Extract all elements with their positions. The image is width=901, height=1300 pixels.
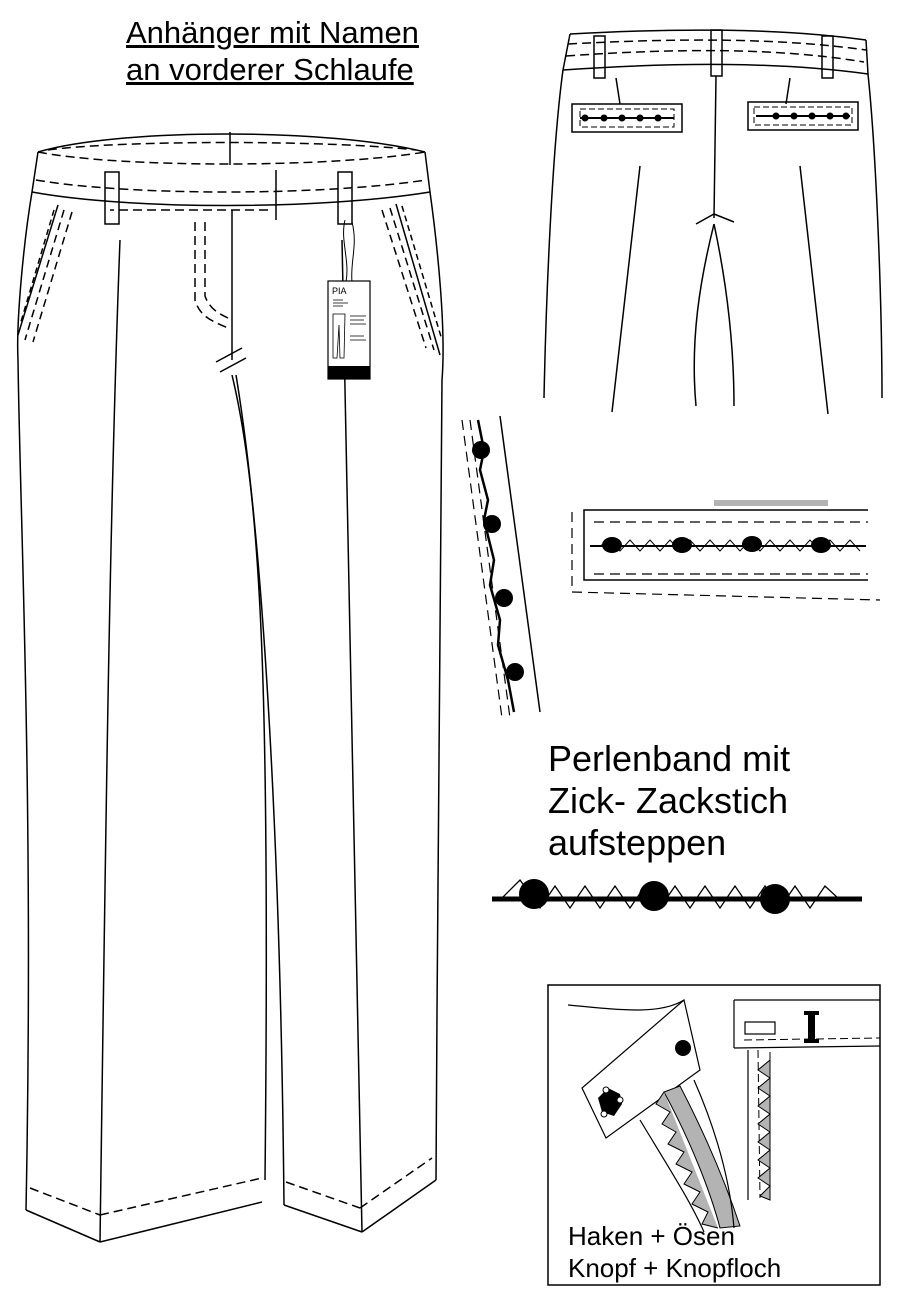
closure-note: Haken + Ösen Knopf + Knopfloch (568, 1220, 781, 1284)
zigzag-bead-tape (492, 878, 862, 914)
front-view-trousers (16, 132, 444, 1243)
bead-tape-note-line-3: aufsteppen (548, 822, 727, 863)
hang-tag-brand: PIA (332, 286, 347, 296)
bead-tape-note-line-2: Zick- Zackstich (548, 780, 789, 821)
back-pocket-bead-detail (571, 500, 881, 601)
closure-note-line-1: Haken + Ösen (568, 1221, 735, 1251)
bead-tape-note-line-1: Perlenband mit (548, 738, 791, 779)
closure-detail-box (547, 984, 881, 1286)
bead-tape-note: Perlenband mit Zick- Zackstich aufsteppe… (548, 738, 790, 864)
back-pocket-beads (581, 112, 850, 122)
tag-note: Anhänger mit Namen an vorderer Schlaufe (126, 14, 419, 88)
diagonal-pocket-bead-detail (461, 415, 541, 719)
back-view-trousers (543, 29, 883, 415)
tag-note-line-2: an vorderer Schlaufe (126, 52, 414, 87)
closure-note-line-2: Knopf + Knopfloch (568, 1253, 782, 1283)
tag-note-line-1: Anhänger mit Namen (126, 15, 419, 50)
hang-tag: PIA (327, 219, 371, 380)
